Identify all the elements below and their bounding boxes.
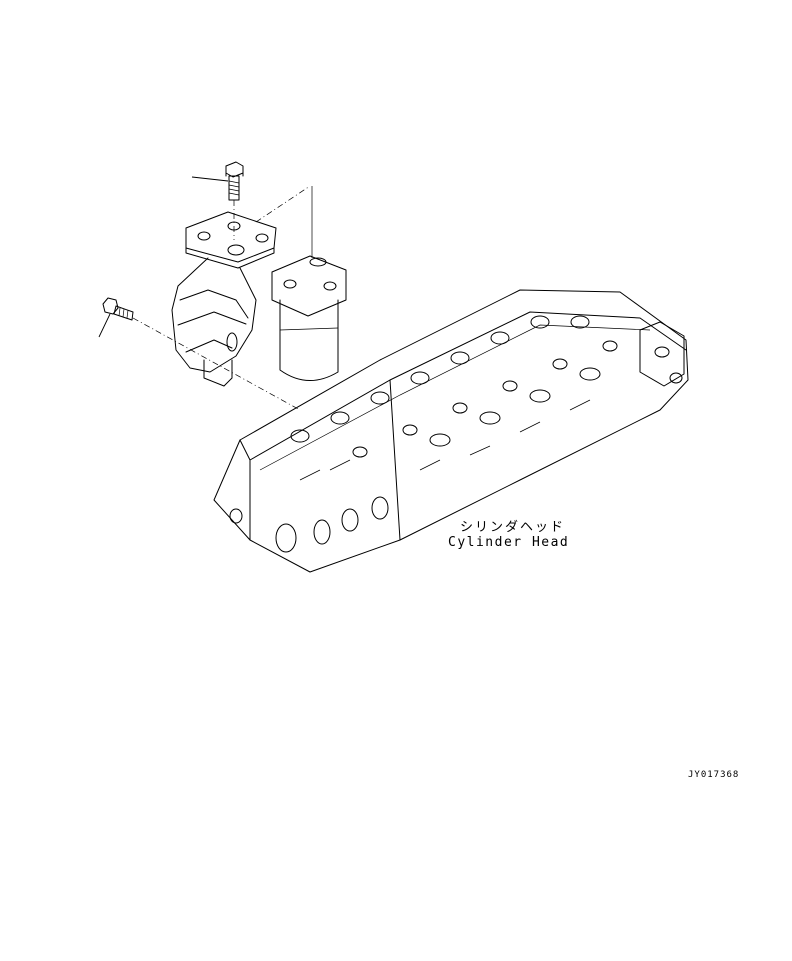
- side-bolt: [102, 297, 134, 321]
- top-bolt: [225, 161, 244, 201]
- cylinder-head-label-jp: シリンダヘッド: [460, 520, 566, 535]
- filter-assembly: [271, 186, 347, 381]
- drawing-id: JY017368: [688, 770, 740, 780]
- top-bolt-leader: [191, 176, 229, 182]
- side-bolt-leader: [98, 313, 111, 338]
- cylinder-head: [213, 289, 689, 573]
- mounting-bracket: [171, 211, 277, 387]
- cylinder-head-label-en: Cylinder Head: [448, 535, 570, 550]
